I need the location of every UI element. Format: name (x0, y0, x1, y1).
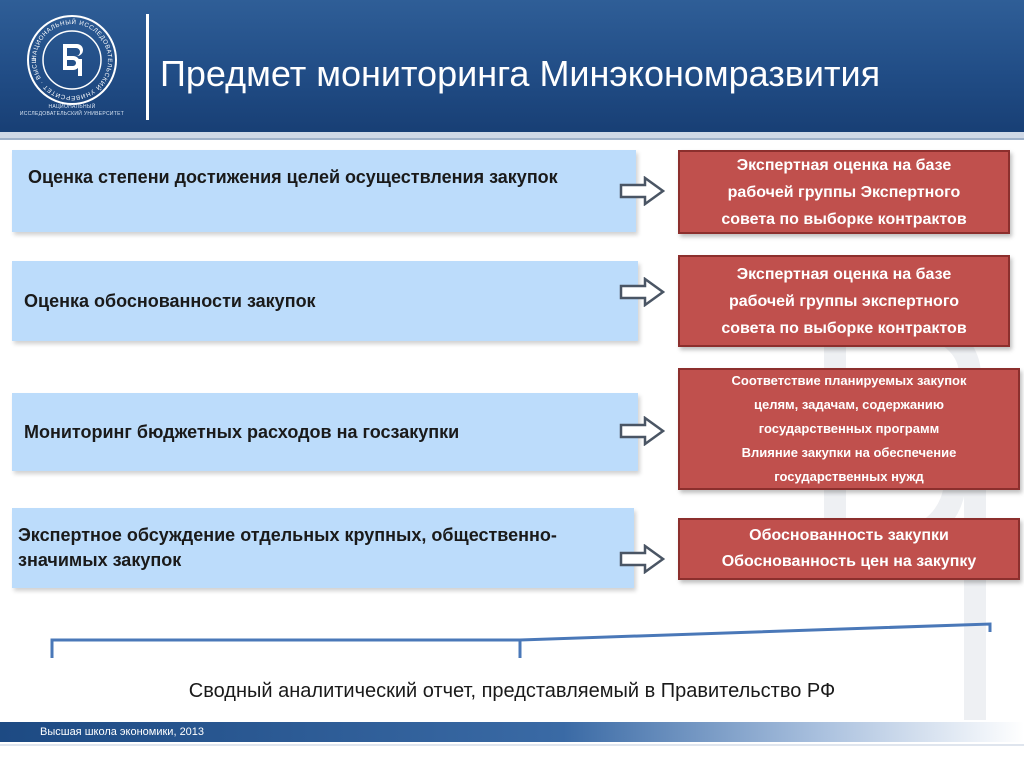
header-bar: НАЦИОНАЛЬНЫЙ ИССЛЕДОВАТЕЛЬСКИЙ УНИВЕРСИТ… (0, 0, 1024, 132)
footer-line (0, 744, 1024, 746)
header-rule (0, 132, 1024, 140)
method-box-2-line: совета по выборке контрактов (721, 319, 967, 337)
method-box-4-line: Обоснованность закупки (749, 527, 949, 544)
method-box-4-line: Обоснованность цен на закупку (721, 553, 977, 570)
method-box-2-line: Экспертная оценка на базе (736, 265, 952, 283)
summary-bracket (50, 622, 992, 658)
method-box-1-line: Экспертная оценка на базе (736, 156, 952, 174)
footer-text: Высшая школа экономики, 2013 (40, 726, 205, 738)
logo-caption: Национальный исследовательский университ… (19, 104, 125, 117)
arrow-right-icon (619, 277, 665, 307)
method-box-3-line: государственных программ (758, 421, 940, 436)
monitoring-subject-3: Мониторинг бюджетных расходов на госзаку… (12, 393, 638, 471)
monitoring-subject-4: Экспертное обсуждение отдельных крупных,… (12, 508, 634, 588)
page-title: Предмет мониторинга Минэкономразвития (160, 53, 881, 94)
monitoring-subject-1: Оценка степени достижения целей осуществ… (12, 150, 636, 232)
method-box-4: Обоснованность закупки Обоснованность це… (678, 518, 1020, 580)
arrow-right-icon (619, 176, 665, 206)
monitoring-subject-2: Оценка обоснованности закупок (12, 261, 638, 341)
monitoring-subject-3-label: Мониторинг бюджетных расходов на госзаку… (24, 421, 460, 442)
method-box-3-line: Соответствие планируемых закупок (731, 373, 967, 388)
method-box-3-line: целям, задачам, содержанию (753, 397, 944, 412)
method-box-1: Экспертная оценка на базе рабочей группы… (678, 150, 1010, 234)
header-divider (146, 14, 149, 120)
method-box-1-line: рабочей группы Экспертного (727, 183, 961, 201)
arrow-right-icon (619, 416, 665, 446)
hse-logo-icon: НАЦИОНАЛЬНЫЙ ИССЛЕДОВАТЕЛЬСКИЙ УНИВЕРСИТ… (26, 14, 117, 105)
method-box-3: Соответствие планируемых закупок целям, … (678, 368, 1020, 490)
method-box-2: Экспертная оценка на базе рабочей группы… (678, 255, 1010, 347)
method-box-1-line: совета по выборке контрактов (721, 210, 967, 228)
method-box-3-line: Влияние закупки на обеспечение (741, 445, 957, 460)
summary-report-text: Сводный аналитический отчет, представляе… (188, 680, 836, 702)
method-box-3-line: государственных нужд (774, 469, 924, 484)
method-box-2-line: рабочей группы экспертного (728, 292, 960, 310)
monitoring-subject-1-label: Оценка степени достижения целей осуществ… (28, 167, 558, 187)
monitoring-subject-4-label: Экспертное обсуждение отдельных крупных,… (18, 525, 557, 570)
arrow-right-icon (619, 544, 665, 574)
monitoring-subject-2-label: Оценка обоснованности закупок (24, 290, 316, 311)
footer-bar: Высшая школа экономики, 2013 (0, 722, 1024, 742)
